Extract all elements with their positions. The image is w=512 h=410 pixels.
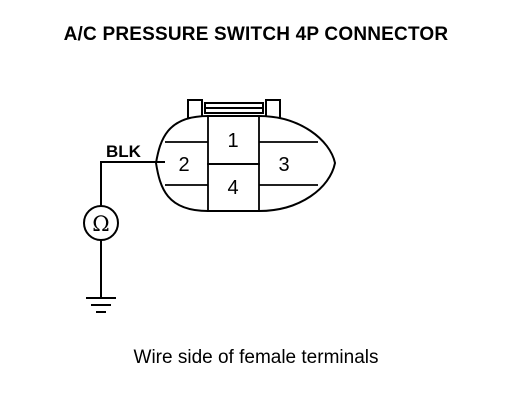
terminal-4-label: 4	[227, 177, 238, 199]
terminal-3-label: 3	[278, 154, 289, 176]
ohmmeter-icon: Ω	[83, 205, 119, 241]
terminal-1-label: 1	[227, 130, 238, 152]
ohmmeter-symbol: Ω	[92, 212, 109, 236]
blk-wire-label: BLK	[106, 142, 142, 161]
ground-icon	[86, 297, 116, 313]
blk-wire	[100, 161, 165, 206]
diagram-title: A/C PRESSURE SWITCH 4P CONNECTOR	[63, 24, 449, 45]
terminal-2-label: 2	[178, 154, 189, 176]
connector-lock-tabs	[187, 99, 281, 119]
terminal-grid	[165, 115, 318, 212]
diagram-caption: Wire side of female terminals	[133, 347, 379, 368]
